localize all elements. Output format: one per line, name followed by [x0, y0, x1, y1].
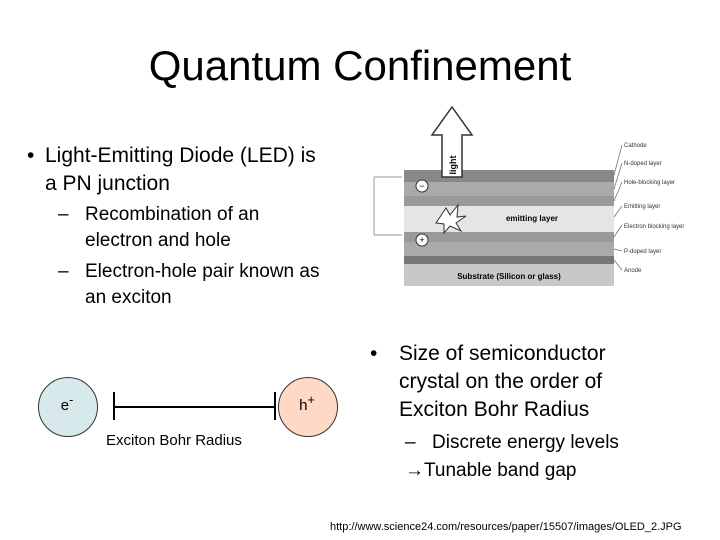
electron-label: e- [60, 393, 74, 414]
source-url[interactable]: http://www.science24.com/resources/paper… [330, 521, 682, 533]
subbullet-tunable-gap: →Tunable band gap [405, 460, 577, 481]
label-hole-blocking: Hole-blocking layer [624, 180, 675, 186]
light-label: light [448, 156, 458, 175]
substrate-label: Substrate (Silicon or glass) [457, 272, 561, 281]
hole-label: h+ [299, 393, 315, 414]
hole-sign: + [419, 235, 424, 245]
exciton-bohr-radius-label: Exciton Bohr Radius [106, 432, 242, 449]
layer-hole-blocking [404, 196, 614, 206]
layer-p-doped [404, 242, 614, 256]
electron-icon [415, 179, 429, 193]
dash-marker: – [58, 204, 69, 225]
electron-sign: − [419, 181, 424, 191]
label-p-doped: P-doped layer [624, 249, 661, 255]
subbullet-exciton: – Electron-hole pair known as an exciton [58, 259, 328, 311]
subbullet-discrete-levels-text: Discrete energy levels [432, 432, 619, 453]
label-emitting: Emitting layer [624, 204, 660, 210]
radius-line [113, 406, 275, 408]
slide-title: Quantum Confinement [148, 42, 572, 89]
subbullet-exciton-text: Electron-hole pair known as an exciton [85, 261, 320, 308]
light-arrow-icon [430, 105, 474, 178]
emission-burst-icon [435, 203, 467, 235]
dash-marker: – [58, 261, 69, 282]
bullet-led-text: Light-Emitting Diode (LED) is a PN junct… [45, 144, 316, 195]
radius-tick-right [274, 392, 276, 420]
bullet-crystal-size: • Size of semiconductor crystal on the o… [370, 340, 670, 424]
layer-anode [404, 256, 614, 264]
layer-electron-blocking [404, 232, 614, 242]
hole-icon [415, 233, 429, 247]
emitting-layer-label: emitting layer [506, 214, 558, 223]
label-cathode: Cathode [624, 143, 647, 149]
layer-leader-lines [613, 144, 623, 271]
bullet-marker: • [370, 342, 378, 365]
electron-circle [38, 377, 98, 437]
subbullet-recombination-text: Recombination of an electron and hole [85, 204, 260, 251]
subbullet-recombination: – Recombination of an electron and hole [58, 202, 328, 254]
label-electron-blocking: Electron blocking layer [624, 224, 684, 230]
exciton-diagram: e- h+ Exciton Bohr Radius [28, 370, 348, 460]
hole-circle [278, 377, 338, 437]
subbullet-discrete-levels: – Discrete energy levels [405, 430, 705, 456]
label-n-doped: N-doped layer [624, 161, 662, 167]
layer-substrate [404, 264, 614, 286]
bullet-marker: • [27, 144, 35, 167]
dash-marker: – [405, 432, 416, 453]
layer-n-doped [404, 182, 614, 196]
circuit-wire [373, 176, 402, 236]
layer-cathode [404, 170, 614, 182]
label-anode: Anode [624, 268, 642, 274]
bullet-crystal-size-text: Size of semiconductor crystal on the ord… [399, 342, 606, 421]
bullet-led: • Light-Emitting Diode (LED) is a PN jun… [27, 142, 327, 198]
oled-diagram: Substrate (Silicon or glass) emitting la… [362, 105, 692, 300]
